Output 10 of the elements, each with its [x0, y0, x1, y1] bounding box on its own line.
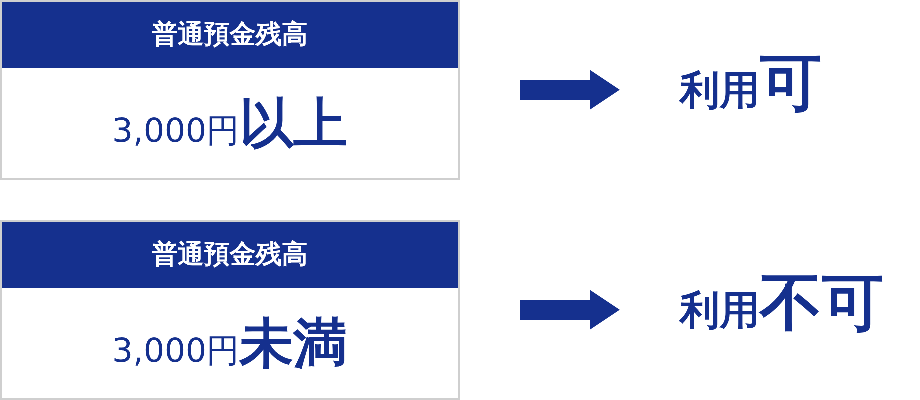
arrow: [520, 70, 620, 110]
result-text: 利用不可: [680, 270, 884, 336]
balance-condition: 3,000円未満: [112, 314, 348, 374]
arrow: [520, 290, 620, 330]
balance-condition: 3,000円以上: [112, 94, 348, 154]
balance-card: [0, 0, 460, 180]
card-header: 普通預金残高: [2, 222, 458, 288]
result-text: 利用可: [680, 50, 822, 116]
balance-card: [0, 220, 460, 400]
card-header: 普通預金残高: [2, 2, 458, 68]
